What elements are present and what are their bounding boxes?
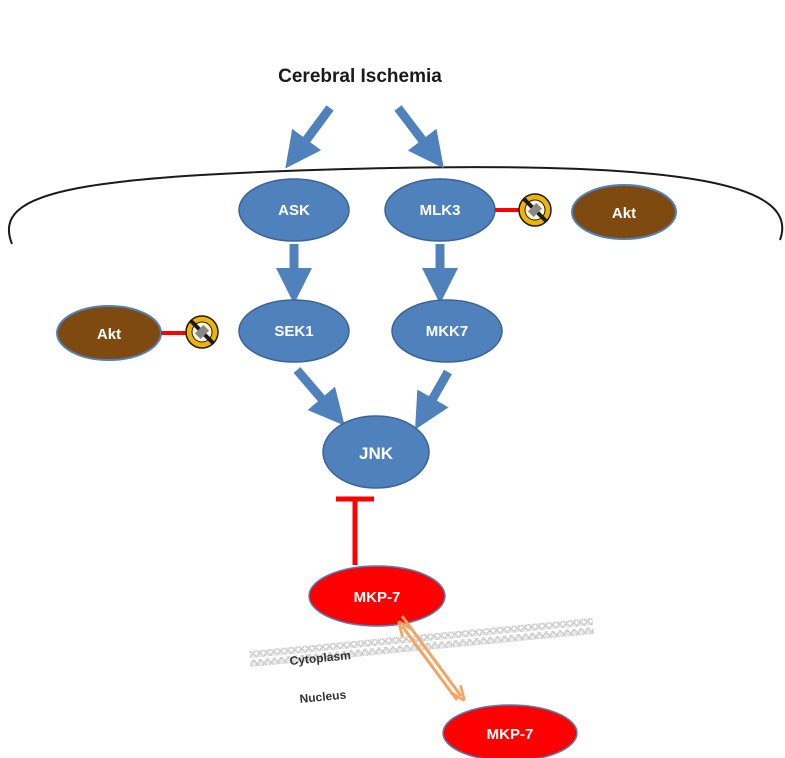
block-icon (185, 315, 219, 349)
translocation-arrow-out (402, 626, 459, 701)
stimulus-title: Cerebral Ischemia (278, 66, 442, 87)
svg-text:MKK7: MKK7 (426, 323, 469, 340)
arrow-mkk7-to-jnk (415, 369, 452, 430)
svg-text:Akt: Akt (97, 326, 121, 343)
svg-text:SEK1: SEK1 (274, 323, 313, 340)
translocation-arrow-in (400, 615, 461, 696)
mlk3-node: MLK3 (384, 178, 496, 242)
cytoplasm-label: Cytoplasm (289, 648, 351, 668)
mkp7-cytoplasm-node: MKP-7 (308, 565, 446, 627)
block-icon (518, 193, 552, 227)
svg-text:MLK3: MLK3 (420, 202, 461, 219)
nuclear-membrane (249, 617, 594, 667)
ask-node: ASK (238, 178, 350, 242)
akt-left-node: Akt (56, 305, 162, 361)
mkk7-node: MKK7 (391, 299, 503, 363)
mkp7-nucleus-node: MKP-7 (442, 704, 578, 758)
arrow-ischemia-to-ask (285, 105, 334, 169)
arrow-sek1-to-jnk (293, 367, 345, 426)
svg-text:ASK: ASK (278, 202, 310, 219)
akt-right-node: Akt (571, 184, 677, 240)
svg-text:MKP-7: MKP-7 (487, 726, 534, 743)
svg-text:JNK: JNK (359, 444, 394, 463)
arrow-ischemia-to-mlk3 (394, 105, 444, 169)
jnk-node: JNK (322, 415, 430, 489)
nucleus-label: Nucleus (299, 688, 347, 706)
svg-text:MKP-7: MKP-7 (354, 589, 401, 606)
cell-membrane (7, 166, 784, 245)
sek1-node: SEK1 (238, 299, 350, 363)
svg-text:Akt: Akt (612, 205, 636, 222)
